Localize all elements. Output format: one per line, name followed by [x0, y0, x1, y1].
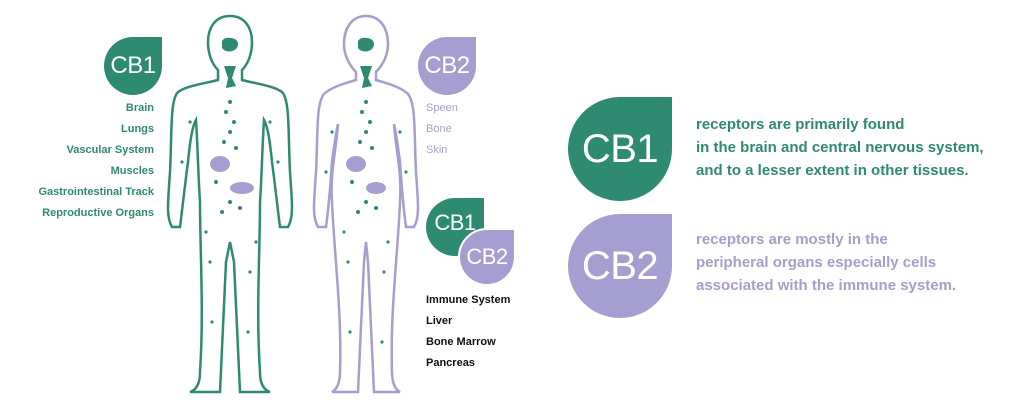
legend-cb2-badge: CB2: [568, 214, 672, 318]
cb1-organ-item: Gastrointestinal Track: [38, 186, 154, 198]
brain-shape: [358, 37, 374, 52]
legend-cb1-line: and to a lesser extent in other tissues.: [696, 162, 969, 179]
legend-cb2-line: receptors are mostly in the: [696, 231, 888, 248]
combined-cb2-label: CB2: [466, 244, 508, 269]
spine-shape: [360, 66, 372, 88]
female-body-illustration: [312, 14, 420, 394]
cb2-organ-item: Skin: [426, 144, 448, 156]
cb1-organ-item: Vascular System: [66, 144, 154, 156]
legend-cb1-line: receptors are primarily found: [696, 116, 905, 133]
combined-organ-item: Immune System: [426, 294, 511, 306]
cb1-organ-list: Brain Lungs Vascular System Muscles Gast…: [10, 98, 154, 224]
cb1-organ-item: Muscles: [110, 165, 154, 177]
cb2-organ-list: Speen Bone Skin: [426, 98, 546, 161]
combined-cb2-badge: CB2: [458, 228, 516, 286]
combined-organ-item: Bone Marrow: [426, 336, 496, 348]
combined-cb1-label: CB1: [434, 210, 476, 235]
legend-cb1-line: in the brain and central nervous system,: [696, 139, 984, 156]
receptor-dots: [324, 100, 408, 344]
legend-cb2-line: associated with the immune system.: [696, 277, 957, 294]
cb1-organ-item: Brain: [125, 102, 154, 114]
combined-organ-item: Pancreas: [426, 357, 475, 369]
legend-cb2-description: receptors are mostly in the peripheral o…: [696, 228, 956, 297]
cb1-badge-label: CB1: [110, 52, 156, 79]
legend-cb1-label: CB1: [581, 126, 659, 171]
male-body-outline: [166, 14, 294, 394]
liver-shape: [346, 156, 366, 172]
liver-shape: [210, 156, 230, 172]
cb2-organ-item: Bone: [426, 123, 452, 135]
organ-shape: [366, 182, 386, 194]
legend-cb1-description: receptors are primarily found in the bra…: [696, 113, 984, 182]
combined-organ-list: Immune System Liver Bone Marrow Pancreas: [426, 290, 566, 374]
brain-shape: [222, 37, 238, 52]
receptor-dots: [180, 100, 280, 334]
cb1-organ-item: Reproductive Organs: [42, 207, 154, 219]
cb1-organ-item: Lungs: [121, 123, 154, 135]
cb2-badge: CB2: [418, 37, 476, 95]
spine-shape: [224, 66, 236, 88]
cb2-organ-item: Speen: [426, 102, 458, 114]
cb2-badge-label: CB2: [424, 52, 470, 79]
female-body-outline: [312, 14, 420, 394]
legend-cb1-badge: CB1: [568, 97, 672, 201]
cb1-badge: CB1: [104, 37, 162, 95]
male-body-illustration: [166, 14, 294, 394]
legend-cb2-line: peripheral organs especially cells: [696, 254, 937, 271]
combined-organ-item: Liver: [426, 315, 453, 327]
legend-cb2-label: CB2: [581, 243, 659, 288]
organ-shape: [230, 182, 254, 194]
